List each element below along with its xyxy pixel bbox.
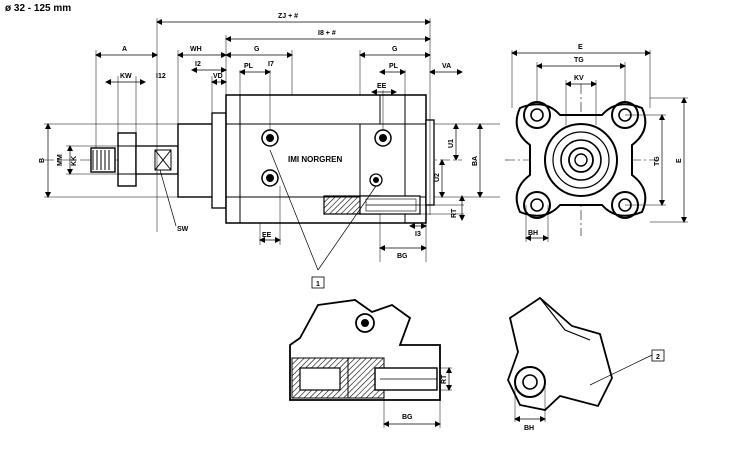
- label-g-rear: G: [392, 46, 398, 53]
- label-va: VA: [442, 63, 451, 70]
- label-sw: SW: [177, 226, 189, 233]
- label-g-front: G: [254, 46, 260, 53]
- label-pl-front: PL: [244, 63, 254, 70]
- label-u1: U1: [448, 139, 455, 148]
- label-e-side: E: [676, 158, 683, 163]
- label-rt-main: RT: [451, 208, 458, 218]
- callout-1: 1: [316, 281, 320, 288]
- label-wh: WH: [190, 46, 202, 53]
- label-zj: ZJ + #: [278, 13, 298, 20]
- brand-text: IMI NORGREN: [288, 155, 342, 164]
- label-ba: BA: [472, 156, 479, 166]
- detail-view-2: [507, 296, 653, 422]
- end-view-dimensions: [511, 50, 688, 242]
- label-b: B: [39, 158, 46, 163]
- label-tg-top: TG: [574, 57, 584, 64]
- label-tg-side: TG: [654, 156, 661, 166]
- dimension-lines: [45, 19, 483, 271]
- label-i2: I2: [195, 61, 201, 68]
- label-e-top: E: [578, 44, 583, 51]
- label-rt-detail: RT: [441, 374, 448, 384]
- label-i8: I8 + #: [318, 30, 336, 37]
- label-kw: KW: [120, 73, 132, 80]
- callout-box-2: [651, 349, 665, 362]
- label-bg-detail: BG: [402, 414, 413, 421]
- label-mm: MM: [57, 154, 64, 166]
- label-vd: VD: [213, 73, 223, 80]
- side-view: [44, 18, 500, 262]
- end-view: [505, 84, 660, 236]
- callout-box-1: [311, 276, 325, 289]
- detail-view-1: [289, 299, 452, 428]
- title: ø 32 - 125 mm: [5, 3, 71, 14]
- label-a: A: [122, 46, 127, 53]
- label-i12: I12: [156, 73, 166, 80]
- label-u2: U2: [434, 173, 441, 182]
- label-bh-detail: BH: [524, 425, 534, 432]
- label-ee-top: EE: [377, 83, 387, 90]
- label-i7: I7: [268, 61, 274, 68]
- label-kv: KV: [574, 75, 584, 82]
- label-kk: KK: [71, 156, 78, 166]
- label-pl-rear: PL: [389, 63, 399, 70]
- callout-2: 2: [656, 354, 660, 361]
- label-i3: I3: [415, 231, 421, 238]
- label-bh-end: BH: [528, 230, 538, 237]
- label-ee-bottom: EE: [262, 232, 272, 239]
- label-bg-main: BG: [397, 253, 408, 260]
